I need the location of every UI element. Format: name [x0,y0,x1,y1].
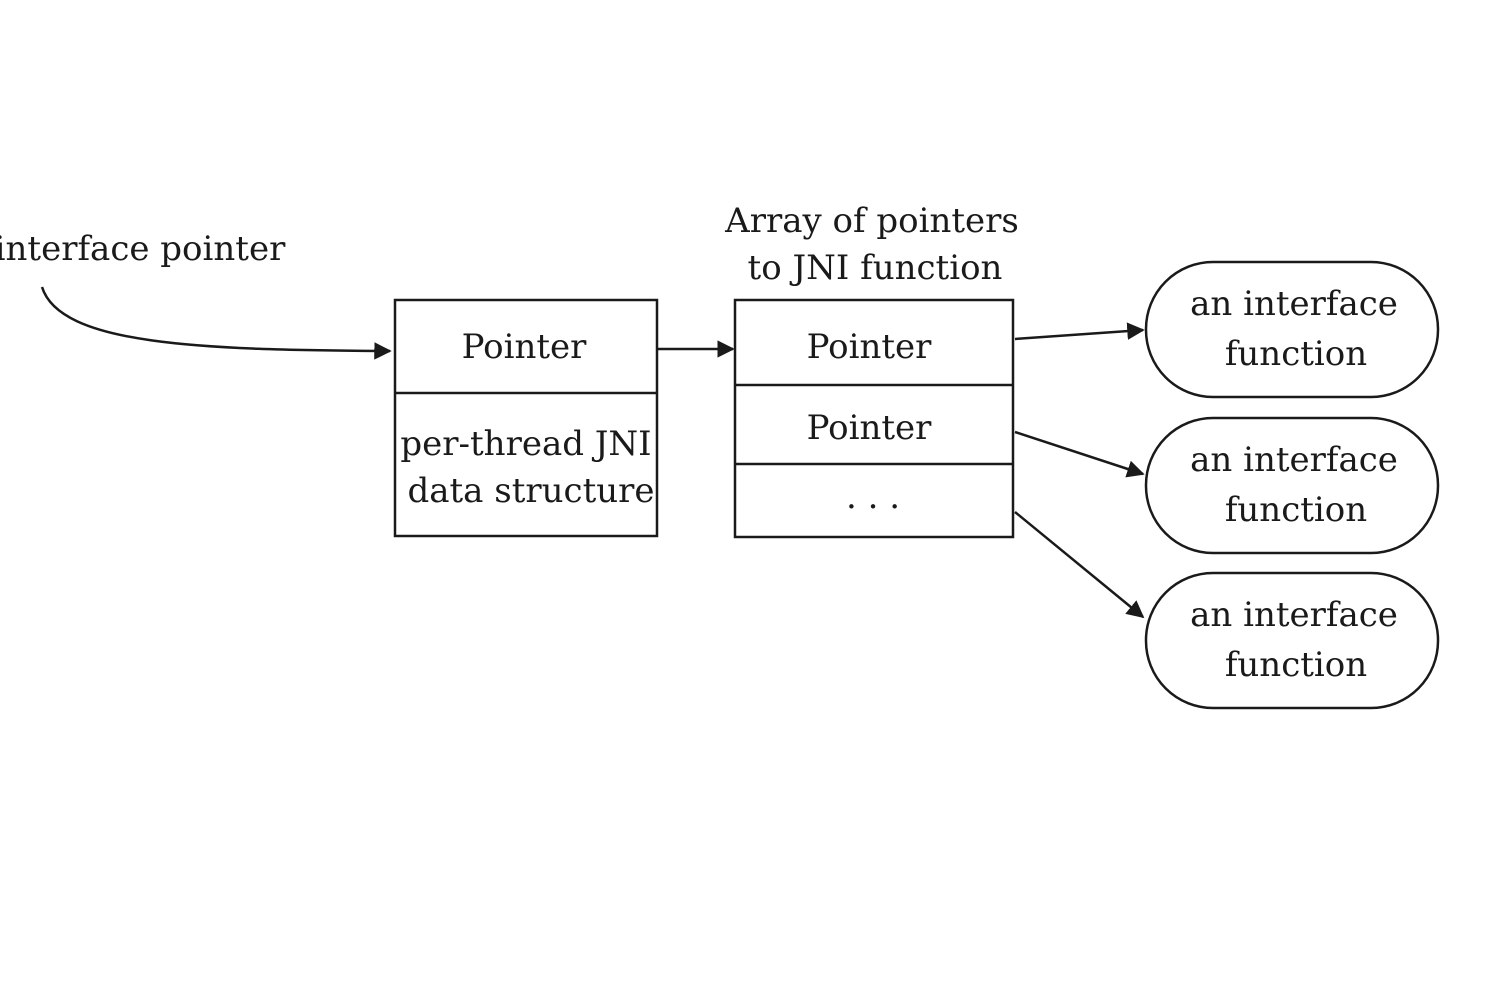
array-title-line1: Array of pointers [724,201,1019,241]
interface-function-2-line2: function [1225,490,1367,530]
interface-function-node-1: an interface function [1144,260,1440,399]
array-to-function-arrow-2 [1014,430,1145,478]
array-cell-ellipsis: . . . [846,477,900,517]
interface-function-1-line1: an interface [1190,284,1398,324]
thread-struct-data-line2: data structure [407,471,654,511]
array-to-function-arrow-1 [1014,322,1145,341]
thread-struct-box: Pointer per-thread JNI data structure [393,298,659,538]
interface-function-node-3: an interface function [1144,571,1440,710]
pointer-array-box: Pointer Pointer . . . [733,298,1015,539]
array-title-line2: to JNI function [748,248,1003,288]
interface-function-3-line1: an interface [1190,595,1398,635]
interface-pointer-arrow [40,286,392,360]
thread-struct-data-line1: per-thread JNI [400,424,651,464]
interface-function-node-2: an interface function [1144,416,1440,555]
thread-struct-pointer-label: Pointer [462,327,588,367]
array-cell-pointer-2: Pointer [807,408,933,448]
interface-function-2-line1: an interface [1190,440,1398,480]
interface-function-1-line2: function [1225,334,1367,374]
interface-pointer-label: interface pointer [0,229,286,269]
array-cell-pointer-1: Pointer [807,327,933,367]
array-to-function-arrow-3 [1014,511,1145,619]
interface-function-3-line2: function [1225,645,1367,685]
